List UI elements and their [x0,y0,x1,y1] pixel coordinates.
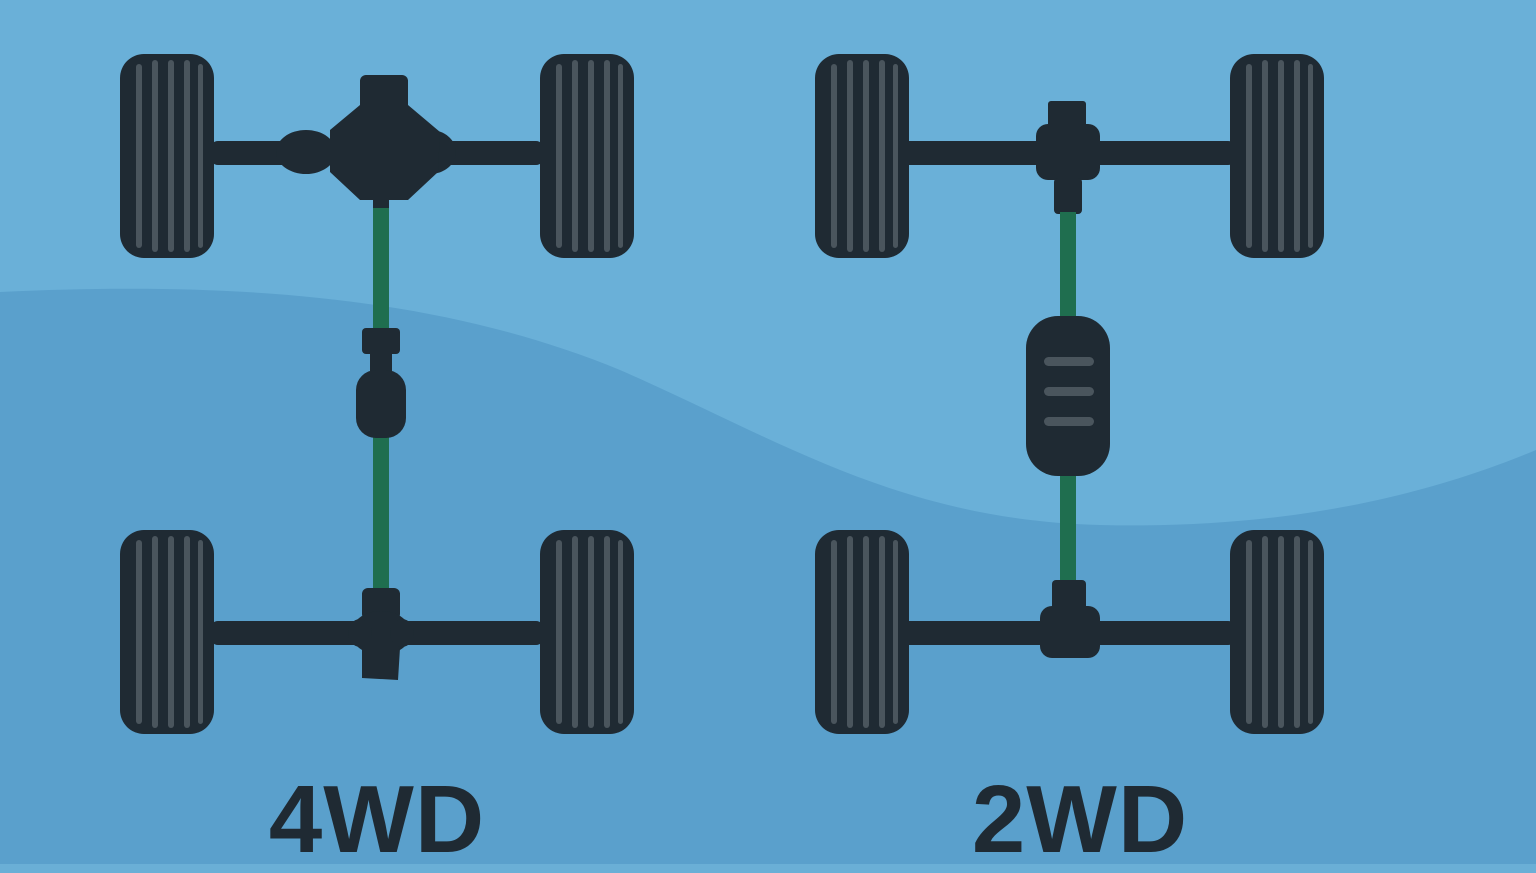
front-left-wheel-2wd [815,54,909,258]
rear-right-wheel-4wd [540,530,634,734]
front-differential-4wd [276,75,456,200]
rear-left-wheel-2wd [815,530,909,734]
front-right-wheel-4wd [540,54,634,258]
front-hub-2wd [1036,101,1100,214]
rear-left-wheel-4wd [120,530,214,734]
front-left-wheel-4wd [120,54,214,258]
label-2wd: 2WD [971,766,1189,873]
diagram-4wd [120,54,634,734]
label-4wd: 4WD [268,766,486,873]
rear-differential-2wd [1040,580,1100,658]
rear-differential-4wd [348,588,414,680]
rear-right-wheel-2wd [1230,530,1324,734]
transmission-2wd [1026,316,1110,476]
transfer-case-4wd [356,328,406,438]
diagram-2wd [815,54,1324,734]
front-right-wheel-2wd [1230,54,1324,258]
